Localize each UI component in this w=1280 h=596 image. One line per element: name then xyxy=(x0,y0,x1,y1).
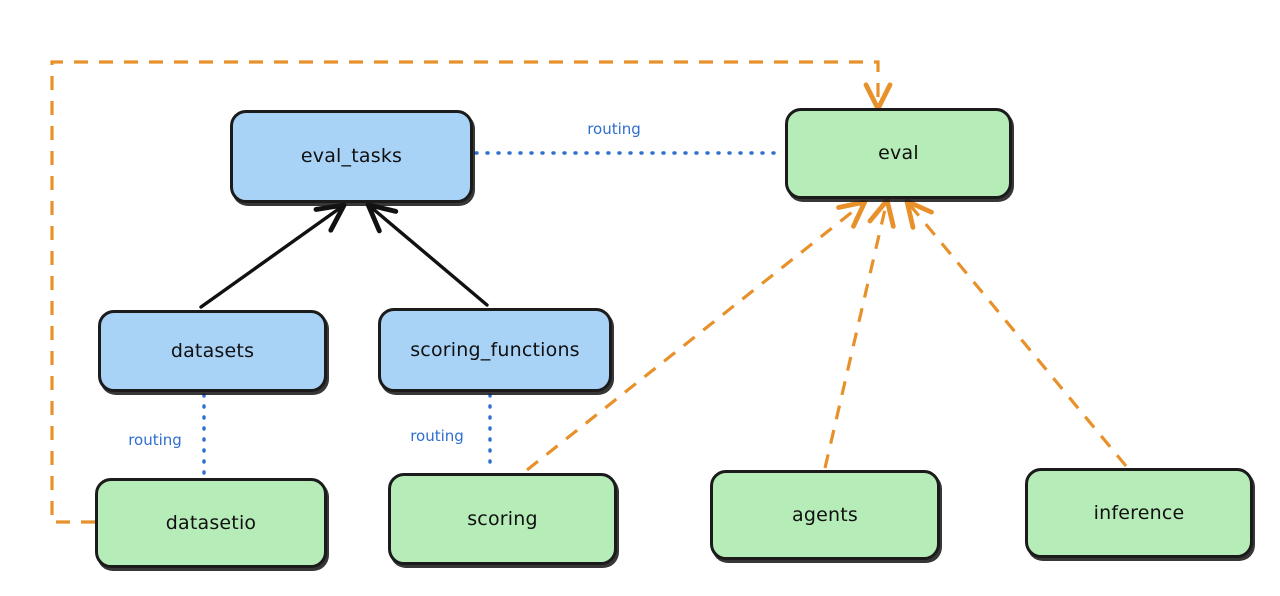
node-label-scoring-functions: scoring_functions xyxy=(410,338,580,361)
node-label-scoring: scoring xyxy=(467,507,538,530)
edge-inference-to-eval xyxy=(904,198,1128,468)
node-eval-tasks[interactable]: eval_tasks xyxy=(230,110,473,203)
edge-label-routing-eval-tasks-eval: routing xyxy=(587,120,641,138)
node-inference[interactable]: inference xyxy=(1025,468,1253,558)
edge-datasets-to-eval_tasks xyxy=(199,202,347,309)
node-label-agents: agents xyxy=(792,503,858,526)
node-label-eval-tasks: eval_tasks xyxy=(300,145,403,168)
edge-agents-to-eval xyxy=(823,197,896,469)
edge-scoring_functions-to-eval_tasks xyxy=(365,202,489,307)
edge-label-routing-scoring-functions-scoring: routing xyxy=(410,427,464,445)
node-datasetio[interactable]: datasetio xyxy=(95,478,327,568)
node-datasets[interactable]: datasets xyxy=(98,310,327,392)
node-scoring[interactable]: scoring xyxy=(388,473,617,565)
node-label-datasetio: datasetio xyxy=(165,511,257,534)
node-scoring-functions[interactable]: scoring_functions xyxy=(378,308,612,392)
node-agents[interactable]: agents xyxy=(710,470,940,560)
node-label-inference: inference xyxy=(1093,501,1185,524)
node-eval[interactable]: eval xyxy=(785,108,1012,199)
node-label-datasets: datasets xyxy=(170,339,255,362)
node-label-eval: eval xyxy=(878,142,919,165)
edge-label-routing-datasets-datasetio: routing xyxy=(128,431,182,449)
